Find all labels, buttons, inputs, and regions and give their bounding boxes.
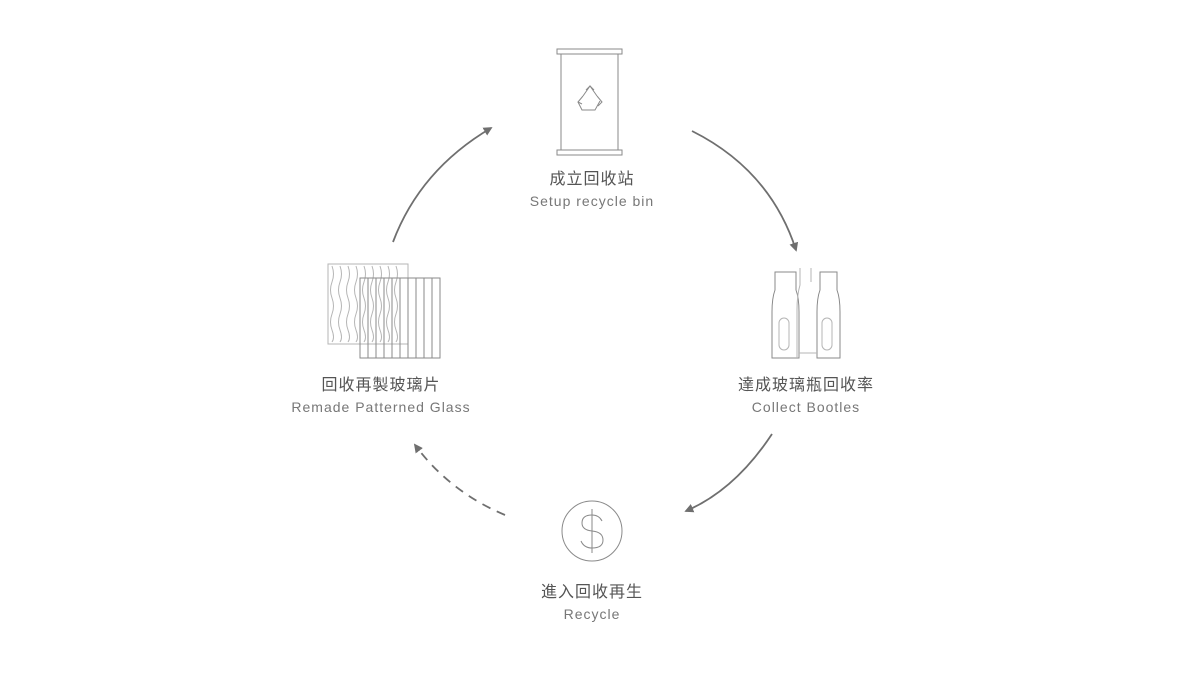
step-collect-bottles: 達成玻璃瓶回收率 Collect Bootles (738, 374, 874, 418)
arrow-setup-to-collect (691, 130, 799, 252)
recycle-symbol-icon (577, 85, 603, 111)
step-setup-title-en: Setup recycle bin (529, 193, 655, 209)
arrow-collect-to-recycle (684, 433, 773, 513)
step-remade-glass: 回收再製玻璃片 Remade Patterned Glass (291, 374, 470, 418)
step-recycle-title-zh: 進入回收再生 (540, 582, 644, 601)
bottles-icon (771, 268, 841, 359)
step-collect-title-en: Collect Bootles (751, 399, 861, 415)
step-remade-title-zh: 回收再製玻璃片 (321, 375, 441, 394)
arrow-remade-to-setup (392, 127, 493, 243)
step-setup-recycle-bin: 成立回收站 Setup recycle bin (530, 168, 654, 212)
recycle-bin-icon (556, 48, 623, 156)
arrow-recycle-to-remade-dashed (413, 443, 506, 516)
step-recycle: 進入回收再生 Recycle (541, 581, 643, 625)
dollar-coin-icon (561, 500, 623, 562)
step-remade-title-en: Remade Patterned Glass (291, 399, 471, 415)
step-recycle-title-en: Recycle (563, 606, 621, 622)
patterned-glass-icon (327, 263, 441, 359)
step-setup-title-zh: 成立回收站 (549, 169, 635, 188)
step-collect-title-zh: 達成玻璃瓶回收率 (737, 375, 875, 394)
